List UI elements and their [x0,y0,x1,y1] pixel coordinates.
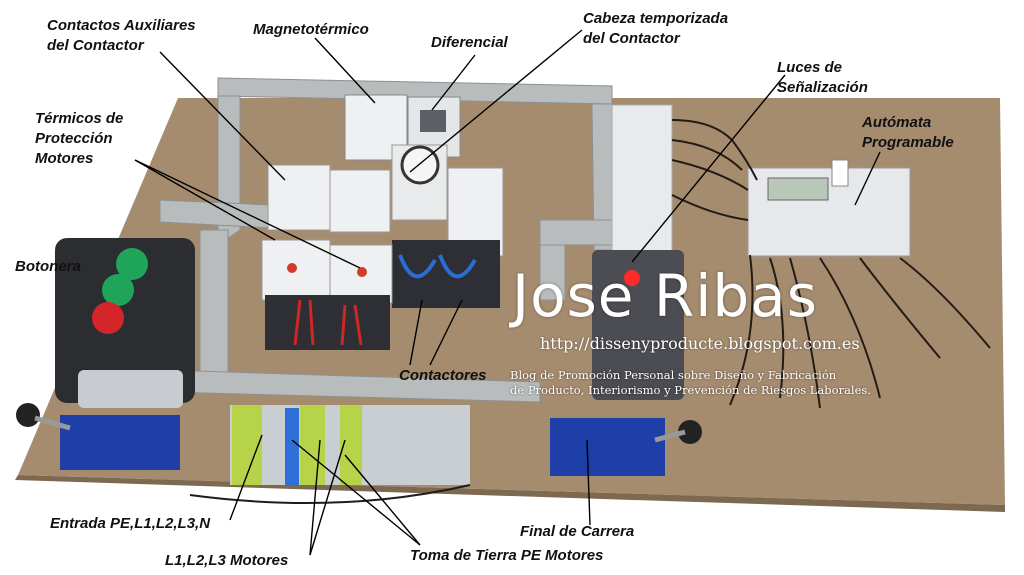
label-termicos-proteccion: Térmicos de Protección Motores [35,110,124,167]
terminal-block-column [611,104,673,276]
auxiliary-contact-blocks [267,164,391,233]
green-button-1 [116,248,148,280]
watermark-url: http://dissenyproducte.blogspot.com.es [540,334,860,353]
watermark-subtitle-line2: de Producto, Interiorismo y Prevención d… [510,383,871,397]
watermark-title: Jose Ribas [512,262,818,330]
label-contactos-auxiliares: Contactos Auxiliares del Contactor [47,17,196,54]
watermark-subtitle: Blog de Promoción Personal sobre Diseño … [510,368,905,398]
label-toma-tierra: Toma de Tierra PE Motores [410,547,604,564]
label-magnetotermico: Magnetotérmico [253,21,369,38]
thermal-overloads [261,239,393,350]
wiring-harness [189,119,991,504]
label-l1l2l3-motores: L1,L2,L3 Motores [165,552,289,569]
contactors [392,240,500,308]
label-automata-programable: Autómata Programable [862,114,954,151]
timer-head [391,144,448,221]
cable-duct-frame [159,77,621,403]
green-button-2 [102,274,134,306]
label-final-carrera: Final de Carrera [520,523,635,540]
signalling-light-box [592,250,684,400]
label-botonera: Botonera [15,258,81,275]
limit-switch-right [550,418,702,476]
label-contactores: Contactores [399,367,487,384]
label-luces-senalizacion: Luces de Señalización [777,59,868,96]
label-diferencial: Diferencial [431,34,508,51]
limit-switch-left [16,403,180,470]
label-entrada-pe: Entrada PE,L1,L2,L3,N [50,515,211,532]
plc [747,159,911,257]
annotation-leaders [134,29,881,556]
watermark-subtitle-line1: Blog de Promoción Personal sobre Diseño … [510,368,837,382]
red-button [92,302,124,334]
label-cabeza-temporizada: Cabeza temporizada del Contactor [583,10,729,47]
terminal-block-strip [230,405,470,486]
pushbutton-station [55,238,195,408]
